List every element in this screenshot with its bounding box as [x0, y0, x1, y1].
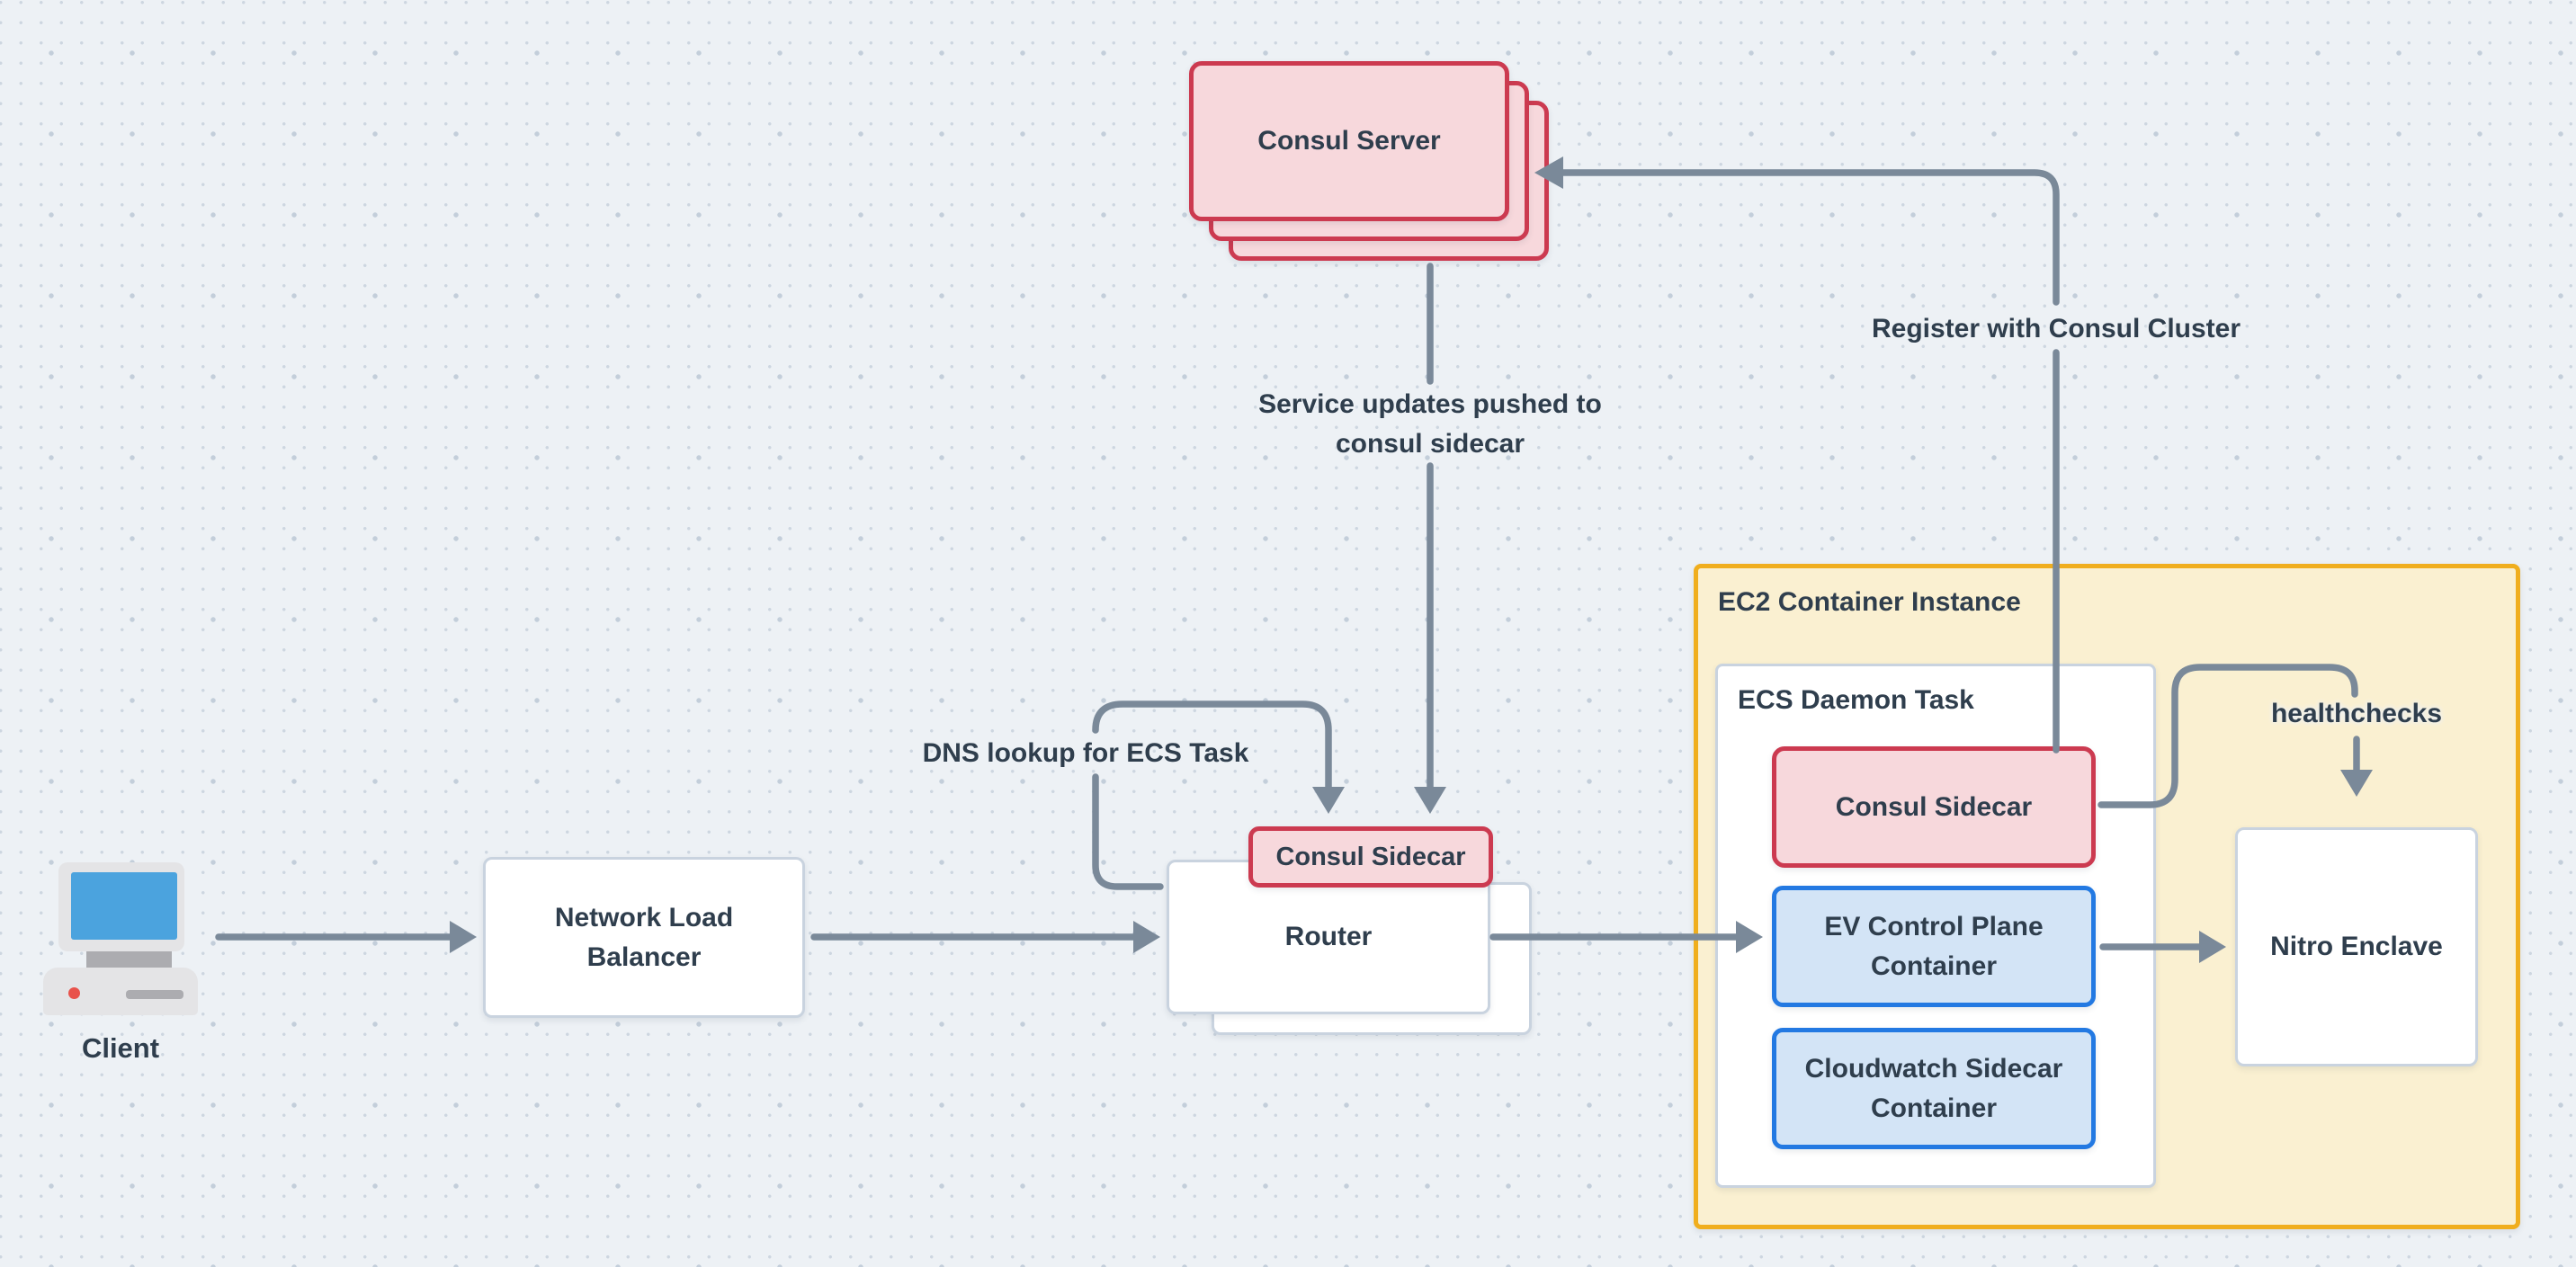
router-consul-sidecar-label: Consul Sidecar: [1275, 843, 1466, 871]
edge-register-upper: [1560, 169, 2060, 306]
client-label: Client: [81, 1032, 160, 1064]
consul-server-label: Consul Server: [1257, 126, 1441, 156]
client-screen: [71, 872, 177, 940]
nlb-label-line2: Balancer: [586, 941, 702, 972]
client-disk-slot: [126, 990, 183, 999]
consul-server-node: Consul Server: [1189, 61, 1509, 221]
edge-label-dns-lookup: DNS lookup for ECS Task: [922, 738, 1249, 768]
cloudwatch-sidecar-label-line1: Cloudwatch Sidecar: [1804, 1053, 2063, 1084]
nitro-enclave-label: Nitro Enclave: [2270, 932, 2443, 961]
edge-dns-loop-out: [1092, 773, 1164, 890]
ev-control-plane-label-line1: EV Control Plane: [1824, 911, 2044, 941]
ecs-daemon-task-label: ECS Daemon Task: [1738, 685, 1974, 715]
cloudwatch-sidecar-label-line2: Container: [1870, 1093, 1997, 1123]
cloudwatch-sidecar-node: Cloudwatch Sidecar Container: [1772, 1028, 2096, 1149]
client-power-led: [68, 987, 80, 999]
edge-label-service-updates: Service updates pushed to consul sidecar: [1070, 385, 1790, 464]
router-label: Router: [1284, 922, 1373, 951]
edge-dns-loop-return: [1092, 700, 1332, 790]
arrowhead-service-updates: [1414, 787, 1446, 814]
client-stand: [86, 951, 172, 969]
client-computer-icon: [43, 860, 198, 1015]
ecs-consul-sidecar-node: Consul Sidecar: [1772, 746, 2096, 868]
ec2-container-instance-label: EC2 Container Instance: [1718, 587, 2021, 617]
edge-label-service-updates-line2: consul sidecar: [1335, 429, 1525, 459]
arrowhead-client-to-nlb: [450, 921, 477, 953]
arrowhead-dns-loop: [1312, 787, 1345, 814]
nlb-label-line1: Network Load: [554, 902, 734, 932]
nitro-enclave-node: Nitro Enclave: [2235, 827, 2478, 1066]
router-consul-sidecar-node: Consul Sidecar: [1248, 826, 1493, 888]
ev-control-plane-node: EV Control Plane Container: [1772, 886, 2096, 1007]
arrowhead-nlb-to-router: [1133, 921, 1160, 953]
network-load-balancer-node: Network Load Balancer: [483, 857, 805, 1018]
edge-label-register: Register with Consul Cluster: [1871, 314, 2241, 344]
edge-label-service-updates-line1: Service updates pushed to: [1258, 389, 1602, 419]
ecs-consul-sidecar-label: Consul Sidecar: [1835, 791, 2033, 822]
ev-control-plane-label-line2: Container: [1870, 950, 1997, 981]
